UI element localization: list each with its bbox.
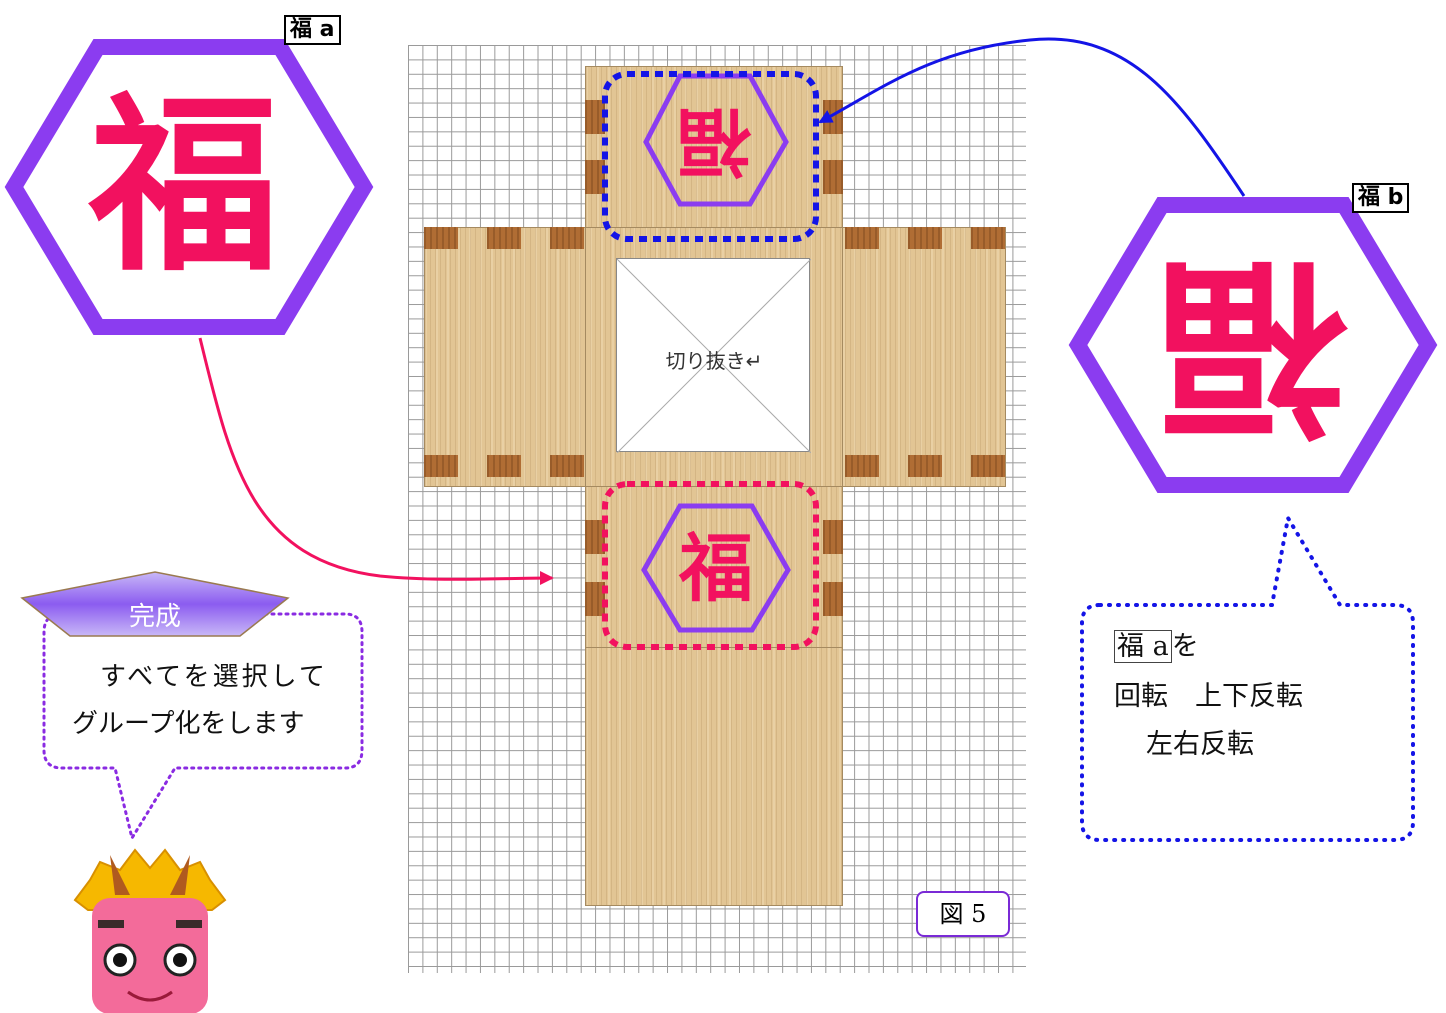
label-fuku-b: 福 b: [1352, 183, 1410, 213]
wood-tab: [585, 160, 605, 194]
wood-bottom-panel: [585, 647, 843, 906]
wood-tab: [908, 227, 942, 249]
left-callout-line1: すべてを選択して: [100, 662, 328, 692]
right-callout-suffix: を: [1171, 631, 1199, 662]
hexagon-fuku-b: [1068, 197, 1438, 493]
wood-tab: [823, 520, 843, 554]
wood-tab: [823, 582, 843, 616]
wood-top-panel: [585, 66, 843, 228]
wood-tab: [424, 455, 458, 477]
fuku-a-character: 福: [88, 76, 279, 297]
wood-tab: [487, 455, 521, 477]
fuku-small-bottom: 福: [679, 526, 753, 612]
hexagon-fuku-a: [4, 39, 374, 335]
blue-dashed-frame: [602, 71, 819, 242]
wood-tab: [971, 455, 1005, 477]
fuku-small-top: 福: [677, 98, 751, 184]
wood-tab: [845, 227, 879, 249]
fuku-b-character: 福: [1157, 235, 1348, 456]
wood-lower-panel: [585, 486, 843, 648]
wood-tab: [585, 520, 605, 554]
cutout-cross: [617, 259, 811, 453]
hexagon-small-top: [643, 73, 789, 207]
cutout-label: 切り抜き↵: [665, 349, 763, 373]
pink-arrow: [198, 337, 554, 586]
wood-tab: [823, 160, 843, 194]
wood-tab: [585, 100, 605, 134]
panel-divider: [842, 227, 843, 487]
hexagon-small-bottom: [641, 503, 791, 633]
right-callout-line2: 左右反転: [1146, 729, 1254, 760]
wood-tab: [908, 455, 942, 477]
wood-tab: [487, 227, 521, 249]
wood-tab: [845, 455, 879, 477]
left-callout-bubble: [42, 612, 364, 842]
wood-tab: [585, 582, 605, 616]
right-callout-label: 福 a: [1114, 630, 1172, 663]
complete-badge-text: 完成: [128, 602, 181, 632]
right-callout-line1: 回転 上下反転: [1114, 681, 1303, 712]
wood-tab: [550, 227, 584, 249]
cutout-window: 切り抜き↵: [616, 258, 811, 453]
figure-number-label: 図 5: [916, 891, 1010, 937]
oni-mascot: [73, 848, 227, 1013]
wood-tab: [550, 455, 584, 477]
blue-arrow: [818, 37, 1246, 197]
panel-divider: [585, 227, 586, 487]
wood-tab: [424, 227, 458, 249]
complete-badge-shape: [20, 571, 290, 637]
right-callout-bubble: [1080, 512, 1415, 842]
pink-dashed-frame: [602, 481, 819, 650]
wood-tab: [971, 227, 1005, 249]
left-callout-line2: グループ化をします: [72, 709, 305, 739]
label-fuku-a: 福 a: [284, 15, 341, 45]
